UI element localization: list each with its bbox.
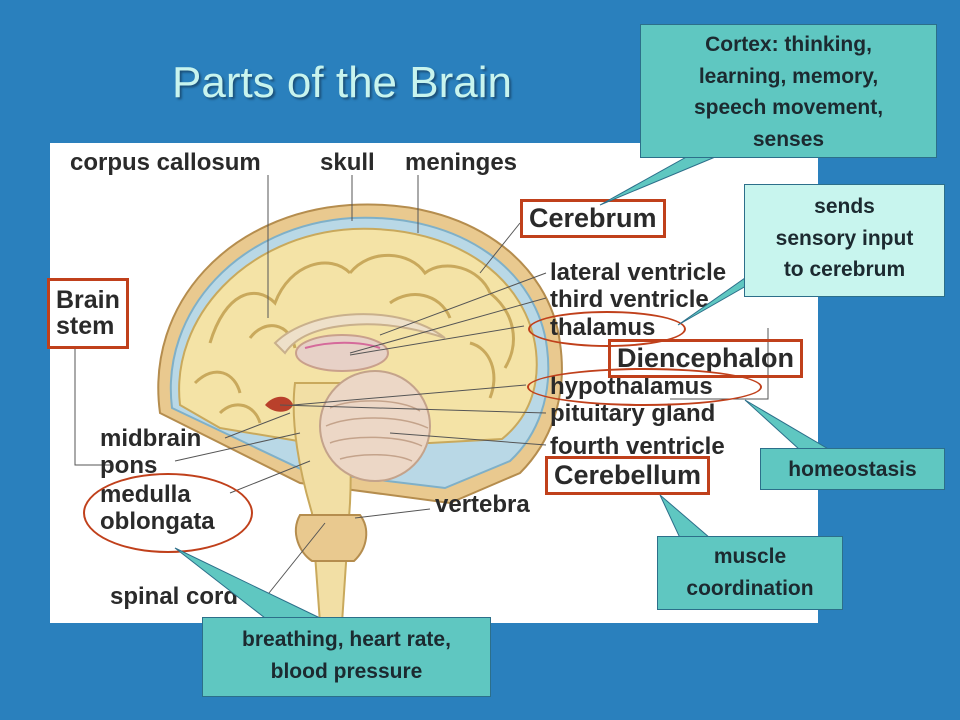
label-meninges: meninges <box>405 149 518 176</box>
brain-diagram-panel: corpus callosum skull meninges lateral v… <box>47 143 818 623</box>
label-lateral-ventricle: lateral ventricle <box>550 259 727 286</box>
page-title: Parts of the Brain <box>172 58 512 107</box>
cerebral-folds <box>193 253 515 424</box>
boxed-label-cerebellum: Cerebellum <box>545 456 711 495</box>
callout-thalamus: sends sensory input to cerebrum <box>744 184 945 297</box>
callout-cerebellum: muscle coordination <box>657 536 843 610</box>
label-vertebra: vertebra <box>435 491 530 518</box>
label-corpus-callosum: corpus callosum <box>70 149 261 176</box>
label-fourth-ventricle: fourth ventricle <box>550 433 725 460</box>
hypothalamus-highlight-ring <box>527 368 762 406</box>
boxed-label-brain-stem: Brain stem <box>47 278 129 349</box>
label-midbrain: midbrain <box>100 425 202 452</box>
callout-medulla: breathing, heart rate, blood pressure <box>202 617 491 697</box>
boxed-label-cerebrum: Cerebrum <box>520 199 666 238</box>
brain-stem-line-1: Brain <box>56 286 120 314</box>
label-skull: skull <box>320 149 375 176</box>
leader-lines <box>74 175 769 599</box>
vertebra-shape <box>294 514 368 562</box>
medulla-highlight-ring <box>83 473 253 553</box>
label-third-ventricle: third ventricle <box>550 286 709 313</box>
callout-hypothalamus: homeostasis <box>760 448 945 490</box>
boxed-label-diencephalon: Diencephalon <box>608 339 804 378</box>
thalamus-highlight-ring <box>528 311 686 347</box>
cerebellum-shape <box>319 370 431 482</box>
brain-illustration <box>74 175 769 623</box>
callout-cortex: Cortex: thinking, learning, memory, spee… <box>640 24 937 158</box>
label-spinal-cord: spinal cord <box>110 583 239 610</box>
brain-stem-line-2: stem <box>56 312 115 341</box>
corpus-callosum-shape <box>273 313 446 355</box>
pituitary-shape <box>265 396 293 412</box>
